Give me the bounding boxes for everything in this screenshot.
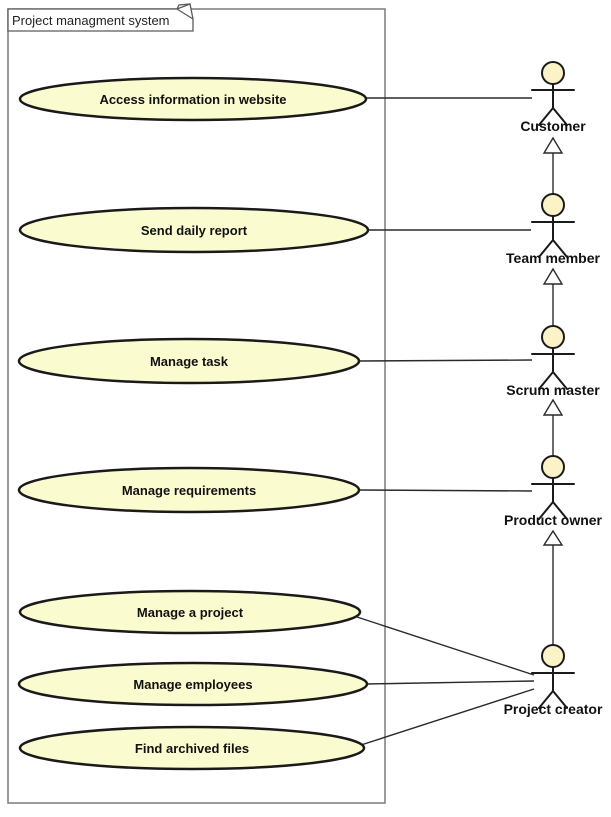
use-case-ellipse	[17, 661, 369, 707]
system-boundary	[7, 8, 386, 804]
actor-customer: Customer	[520, 61, 586, 134]
use-case-label: Access information in website	[99, 92, 286, 107]
use-case-ellipse	[18, 76, 368, 122]
actor-label: Customer	[520, 118, 586, 134]
use-case-label: Manage a project	[137, 605, 244, 620]
actor-body-icon	[531, 83, 575, 126]
use-case-manage-requirements: Manage requirements	[17, 466, 361, 514]
actor-label: Product owner	[504, 512, 603, 528]
actor-head-icon	[541, 325, 565, 349]
note-fold-icon	[176, 3, 194, 20]
actor-head-icon	[541, 61, 565, 85]
use-case-label: Manage task	[150, 354, 229, 369]
association-manage-requirements-product-owner	[358, 489, 533, 492]
generalization-arrow-scrum-master	[542, 398, 564, 416]
use-case-ellipse	[18, 589, 362, 635]
actor-team-member: Team member	[506, 193, 600, 266]
actor-head-icon	[541, 193, 565, 217]
actor-label: Team member	[506, 250, 600, 266]
use-case-label: Find archived files	[135, 741, 249, 756]
actor-body-icon	[531, 347, 575, 390]
association-manage-task-scrum-master	[358, 359, 533, 362]
use-case-ellipse	[17, 466, 361, 514]
use-case-ellipse	[18, 725, 366, 771]
use-case-manage-task: Manage task	[17, 337, 361, 385]
use-case-ellipse	[18, 206, 370, 254]
generalization-arrow-product-owner	[542, 529, 564, 546]
use-case-label: Manage employees	[133, 677, 252, 692]
actor-body-icon	[531, 215, 575, 258]
actor-project-creator: Project creator	[504, 644, 603, 717]
use-case-find-archived-files: Find archived files	[18, 725, 366, 771]
use-case-send-daily-report: Send daily report	[18, 206, 370, 254]
association-find-archived-files-project-creator	[360, 688, 535, 746]
association-manage-a-project-project-creator	[356, 616, 535, 676]
actor-head-icon	[541, 644, 565, 668]
actor-scrum-master: Scrum master	[506, 325, 600, 398]
system-title: Project managment system	[12, 13, 170, 28]
use-case-label: Manage requirements	[122, 483, 256, 498]
use-case-label: Send daily report	[141, 223, 248, 238]
actor-label: Project creator	[504, 701, 603, 717]
actor-head-icon	[541, 455, 565, 479]
association-manage-employees-project-creator	[366, 680, 535, 685]
generalization-arrow-customer	[542, 136, 564, 154]
use-case-manage-employees: Manage employees	[17, 661, 369, 707]
note-shape-icon	[7, 3, 194, 32]
actor-body-icon	[531, 477, 575, 520]
actor-label: Scrum master	[506, 382, 600, 398]
actor-body-icon	[531, 666, 575, 709]
actor-product-owner: Product owner	[504, 455, 603, 528]
use-case-ellipse	[17, 337, 361, 385]
system-label-note: Project managment system	[7, 3, 194, 32]
generalization-arrow-team-member	[542, 267, 564, 285]
use-case-access-information-in-website: Access information in website	[18, 76, 368, 122]
use-case-manage-a-project: Manage a project	[18, 589, 362, 635]
